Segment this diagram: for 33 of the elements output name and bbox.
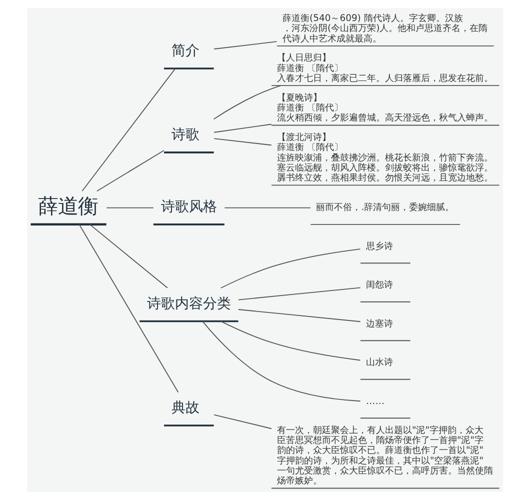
node-text: 诗歌内容分类 <box>146 296 231 312</box>
connector <box>238 309 361 322</box>
node-text: 薛道衡(540～609) 隋代诗人。字玄卿。汉族，河东汾阴(今山西万荣)人。他和卢思道齐名，在隋代诗人中艺术成就最高。 <box>282 12 488 44</box>
connector <box>89 224 168 288</box>
node-text: 【夏晚诗】 薛道衡 〔隋代〕 流火稍西倾，夕影遍曾城。高天澄远色，秋气入蝉声。 <box>276 92 493 124</box>
connector <box>82 68 176 192</box>
connector <box>224 207 311 208</box>
node-text: 闺怨诗 <box>366 280 394 291</box>
connector <box>96 150 164 192</box>
node-text: 诗歌 <box>171 127 200 144</box>
connector <box>220 248 361 288</box>
node-text: 思乡诗 <box>366 240 394 252</box>
connector <box>238 287 361 300</box>
connector <box>202 320 361 402</box>
node-text: 【人日思归】 薛道衡 〔隋代〕 入春才七日，离家已二年。人归落雁后，思发在花前。 <box>276 52 493 84</box>
connector <box>214 138 272 146</box>
node-text: 薛道衡 <box>38 194 98 218</box>
node-text: 山水诗 <box>366 357 394 368</box>
node-text: …… <box>366 396 384 407</box>
connector <box>78 224 179 393</box>
node-text: 简介 <box>171 43 200 60</box>
node-text: 丽而不俗，.辞清句丽，委婉细腻。 <box>316 202 454 214</box>
connector <box>214 414 272 430</box>
connector <box>220 320 361 361</box>
node-text: 边塞诗 <box>366 318 394 330</box>
connector <box>214 41 278 50</box>
connector <box>106 207 154 208</box>
node-text: 诗歌风格 <box>160 199 217 216</box>
node-text: 有一次，朝廷聚会上，有人出题以"泥"字押韵，众大臣苦思冥想而不见起色，隋炀帝便作了一首押"泥"字韵的诗，众大臣惊叹不已。薛道衡也作了一首以"泥"字押韵的诗，为所和之诗最佳，其中以"空梁落燕泥"一句尤受激赏，众大臣惊叹不已，高呼厉害。当然使隋炀帝嫉妒。 <box>276 424 493 487</box>
node-text: 【渡北河诗】 薛道衡 〔隋代〕 连旌映溆浦，叠鼓拂沙洲。桃花长新浪，竹箭下奔流。塞云临远舰，胡风入阵楼。剑拔蛟将出，骖惊鼋欲浮。羼书终立效，燕相果封侯。勿恨关河远，且宽边地愁。 <box>276 132 493 184</box>
connector <box>214 124 272 133</box>
node-text: 典故 <box>171 400 200 416</box>
connector <box>213 85 282 120</box>
